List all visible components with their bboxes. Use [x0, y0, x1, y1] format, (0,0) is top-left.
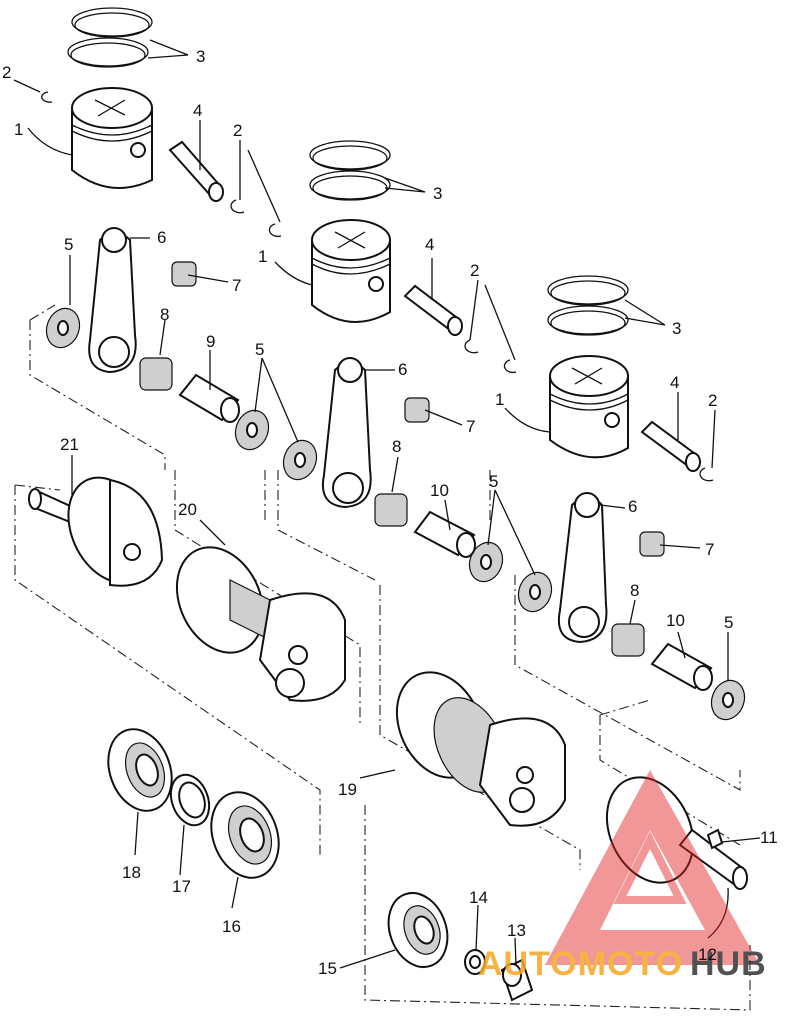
- circlip-3a: [503, 359, 517, 374]
- callout-12: 12: [698, 945, 717, 964]
- woodruff-key-11: [706, 828, 724, 850]
- callout-2: 2: [470, 261, 479, 280]
- callout-2: 2: [708, 391, 717, 410]
- watermark-triangle-icon: [545, 770, 760, 965]
- callout-7: 7: [705, 540, 714, 559]
- main-bearing-15: [387, 892, 449, 968]
- callout-1: 1: [14, 120, 23, 139]
- leader-lines: [13, 39, 761, 969]
- callout-5: 5: [64, 235, 73, 254]
- piston-2: [311, 219, 391, 323]
- connecting-rod-1: [88, 227, 137, 374]
- callout-14: 14: [469, 888, 488, 907]
- callout-5: 5: [255, 340, 264, 359]
- bushing-13: [500, 958, 534, 1002]
- callout-8: 8: [392, 437, 401, 456]
- needle-bearing-big-3: [611, 623, 645, 657]
- callout-1: 1: [258, 247, 267, 266]
- callout-2: 2: [2, 63, 11, 82]
- main-bearing-18: [107, 728, 173, 812]
- piston-pin-1: [168, 140, 224, 202]
- callout-6: 6: [398, 360, 407, 379]
- crank-pin-9: [178, 373, 240, 423]
- callout-7: 7: [466, 417, 475, 436]
- crankshaft-center-section-20: [175, 546, 346, 702]
- callout-17: 17: [172, 877, 191, 896]
- callout-8: 8: [160, 305, 169, 324]
- callout-9: 9: [206, 332, 215, 351]
- callout-11: 11: [760, 828, 778, 847]
- assembly-guide-lines: [14, 304, 751, 1011]
- crankshaft-end-section-12: [605, 776, 748, 890]
- piston-pin-3: [640, 420, 701, 472]
- piston-3: [549, 355, 629, 459]
- callout-4: 4: [670, 373, 679, 392]
- callout-3: 3: [196, 47, 205, 66]
- seal-ring-17: [169, 773, 211, 827]
- callout-7: 7: [232, 276, 241, 295]
- piston-ring-set-3: [547, 275, 629, 336]
- crankshaft-end-section-21: [28, 476, 164, 587]
- needle-bearing-small-1: [171, 261, 197, 287]
- needle-bearing-small-2: [404, 397, 430, 423]
- callout-3: 3: [672, 319, 681, 338]
- circlip-2b: [464, 339, 479, 354]
- piston-1: [71, 87, 153, 189]
- callout-21: 21: [60, 435, 79, 454]
- crank-pin-10b: [650, 642, 713, 691]
- washer-14: [464, 949, 486, 975]
- watermark-text-dark: HUB: [690, 945, 767, 983]
- callout-2: 2: [233, 121, 242, 140]
- callout-18: 18: [122, 863, 141, 882]
- connecting-rod-2: [322, 357, 372, 509]
- callout-labels: 2 1 3 4 2 3 1 4 2 3 1 4 2 5 6 7 8 9 5 6 …: [2, 47, 778, 978]
- callout-10: 10: [430, 481, 449, 500]
- callout-10: 10: [666, 611, 685, 630]
- callout-4: 4: [425, 235, 434, 254]
- circlip-1b: [230, 199, 245, 214]
- needle-bearing-small-3: [639, 531, 665, 557]
- circlip-3b: [699, 467, 714, 482]
- crank-pin-10a: [413, 510, 476, 558]
- thrust-washers: [45, 307, 746, 721]
- watermark-text-orange: AUTOMOTO: [478, 945, 683, 983]
- callout-8: 8: [630, 581, 639, 600]
- piston-ring-set-2: [309, 140, 391, 201]
- callout-5: 5: [724, 613, 733, 632]
- crankshaft-gear-section-19: [395, 671, 566, 827]
- callout-13: 13: [507, 921, 526, 940]
- piston-ring-set-1: [67, 7, 153, 68]
- callout-4: 4: [193, 101, 202, 120]
- callout-20: 20: [178, 500, 197, 519]
- callout-1: 1: [495, 390, 504, 409]
- main-bearing-16: [210, 791, 280, 879]
- needle-bearing-big-2: [374, 493, 408, 527]
- circlip-2a: [268, 223, 282, 238]
- callout-15: 15: [318, 959, 337, 978]
- piston-pin-2: [403, 284, 463, 336]
- callout-6: 6: [157, 228, 166, 247]
- watermark-logo: AUTOMOTO HUB: [478, 770, 767, 983]
- circlip-1a: [41, 91, 53, 103]
- connecting-rod-3: [558, 492, 608, 644]
- callout-3: 3: [433, 184, 442, 203]
- callout-16: 16: [222, 917, 241, 936]
- callout-5: 5: [489, 472, 498, 491]
- needle-bearing-big-1: [139, 357, 173, 391]
- callout-19: 19: [338, 780, 357, 799]
- callout-6: 6: [628, 497, 637, 516]
